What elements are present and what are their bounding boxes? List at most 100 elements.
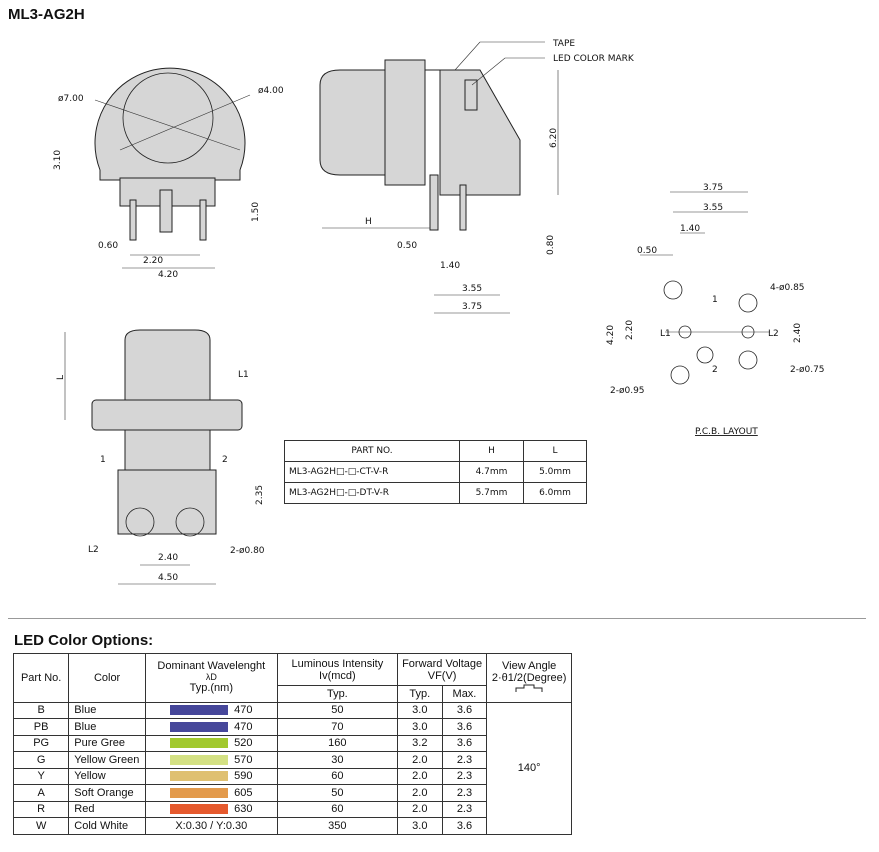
dim-label: 4-ø0.85: [770, 283, 805, 293]
part-no: A: [12, 784, 70, 802]
voltage-max: 3.6: [441, 701, 488, 719]
color-name: Blue: [68, 718, 146, 736]
part-no: PB: [12, 718, 70, 736]
color-name: Pure Gree: [68, 734, 146, 752]
view-angle: 140°: [486, 701, 572, 835]
wavelength: 590: [234, 770, 253, 783]
voltage-typ: 2.0: [396, 751, 443, 769]
dim-label: ø4.00: [258, 86, 284, 96]
wavelength: 630: [234, 803, 253, 816]
dim-label: 4.20: [606, 325, 616, 345]
voltage-typ: 3.0: [396, 817, 443, 835]
voltage-max: 2.3: [441, 751, 488, 769]
part-no: Y: [12, 767, 70, 785]
voltage-max: 2.3: [441, 784, 488, 802]
part-no: PG: [12, 734, 70, 752]
pin-label: L2: [88, 545, 99, 555]
header-max: Max.: [441, 685, 488, 703]
color-name: Cold White: [68, 817, 146, 835]
bottom-view: L L1 1 2 2.35 L2 2.40 4.50 2-ø0.80: [56, 329, 265, 585]
color-name: Yellow Green: [68, 751, 146, 769]
dim-label: 2-ø0.95: [610, 386, 645, 396]
dim-label: 0.60: [98, 241, 118, 251]
divider: [8, 618, 866, 619]
header-typ: Typ.: [396, 685, 443, 703]
voltage-typ: 2.0: [396, 800, 443, 818]
dim-label: H: [365, 217, 372, 227]
dim-label: 3.75: [703, 183, 723, 193]
part-no: R: [12, 800, 70, 818]
pin-label: L2: [768, 329, 779, 339]
cell: 5.0mm: [523, 461, 587, 483]
dim-label: 2.35: [255, 485, 265, 505]
cell: 4.7mm: [459, 461, 524, 483]
color-swatch: [170, 804, 229, 815]
pcb-caption: P.C.B. LAYOUT: [695, 427, 758, 437]
cell: 6.0mm: [523, 482, 587, 504]
color-swatch: [170, 721, 229, 732]
section-title: LED Color Options:: [14, 632, 154, 649]
front-view: ø7.00 ø4.00 3.10 1.50 0.60 2.20 4.20: [53, 67, 284, 280]
pin-label: L1: [660, 329, 671, 339]
dim-label: 4.20: [158, 270, 178, 280]
header-part: Part No.: [12, 653, 70, 703]
dim-label: 0.50: [397, 241, 417, 251]
dim-label: 1.40: [680, 224, 700, 234]
voltage-typ: 3.0: [396, 701, 443, 719]
dim-label: L: [56, 375, 66, 380]
led-package-icon: [515, 684, 543, 692]
dim-label: 3.75: [462, 302, 482, 312]
intensity: 70: [276, 718, 398, 736]
color-name: Blue: [68, 701, 146, 719]
dim-label: 1.40: [440, 261, 460, 271]
pin-label: 2: [712, 365, 718, 375]
voltage-typ: 3.2: [396, 734, 443, 752]
dim-label: 2-ø0.80: [230, 546, 265, 556]
pin-label: 1: [712, 295, 718, 305]
voltage-max: 3.6: [441, 718, 488, 736]
header-cell: H: [459, 440, 524, 462]
dim-label: 1.50: [251, 202, 261, 222]
pcb-layout: 3.75 3.55 1.40 0.50 4-ø0.85 4.20 2.20 2.…: [606, 183, 825, 437]
wavelength: 520: [234, 737, 253, 750]
color-swatch: [170, 705, 229, 716]
voltage-max: 3.6: [441, 817, 488, 835]
label-tape: TAPE: [552, 39, 575, 49]
dim-label: 4.50: [158, 573, 178, 583]
dim-label: 6.20: [549, 128, 559, 148]
cell: ML3-AG2H□-□-DT-V-R: [284, 482, 460, 504]
intensity: 160: [276, 734, 398, 752]
color-swatch: [170, 754, 229, 765]
dim-label: 3.55: [462, 284, 482, 294]
header-typ: Typ.: [276, 685, 398, 703]
part-no: G: [12, 751, 70, 769]
voltage-max: 3.6: [441, 734, 488, 752]
intensity: 60: [276, 800, 398, 818]
color-swatch: [170, 771, 229, 782]
dim-label: 0.80: [546, 235, 556, 255]
dim-label: 2.40: [158, 553, 178, 563]
mechanical-drawings: ø7.00 ø4.00 3.10 1.50 0.60 2.20 4.20 TAP…: [53, 39, 825, 585]
color-name: Red: [68, 800, 146, 818]
header-cell: PART NO.: [284, 440, 460, 462]
header-color: Color: [68, 653, 146, 703]
pin-label: 1: [100, 455, 106, 465]
voltage-typ: 2.0: [396, 784, 443, 802]
page-title: ML3-AG2H: [8, 6, 85, 23]
dim-label: 2.40: [793, 323, 803, 343]
header-cell: L: [523, 440, 587, 462]
dim-label: ø7.00: [58, 94, 84, 104]
dim-label: 2.20: [625, 320, 635, 340]
label-led-color-mark: LED COLOR MARK: [553, 54, 635, 64]
